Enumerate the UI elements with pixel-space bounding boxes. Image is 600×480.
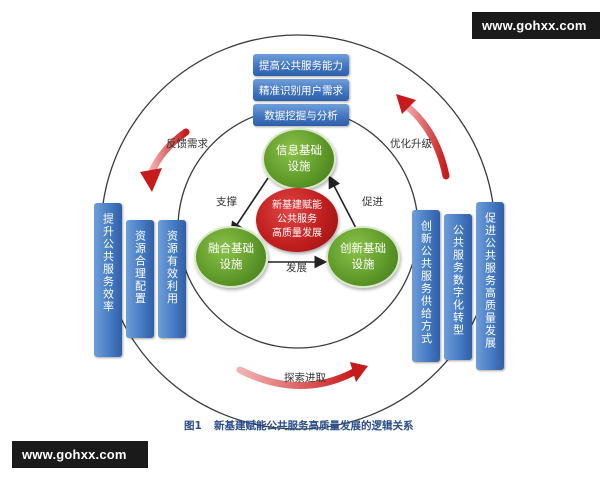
top-box-3: 数据挖掘与分析 bbox=[253, 104, 349, 126]
node-information-infrastructure: 信息基础 设施 bbox=[262, 128, 336, 190]
watermark-bottom: www.gohxx.com bbox=[12, 441, 148, 468]
left-box-2-label: 资源合理配置 bbox=[133, 230, 147, 305]
arrow-top-to-left bbox=[230, 177, 269, 235]
right-box-3: 促进公共服务高质量发展 bbox=[476, 202, 504, 370]
label-support: 支撑 bbox=[216, 196, 237, 208]
label-explore: 探索进取 bbox=[284, 372, 326, 384]
watermark-top: www.gohxx.com bbox=[472, 12, 600, 39]
left-box-3-label: 资源有效利用 bbox=[165, 230, 179, 305]
top-box-2: 精准识别用户需求 bbox=[253, 79, 349, 101]
right-box-2: 公共服务数字化转型 bbox=[444, 214, 472, 360]
left-box-1-label: 提升公共服务效率 bbox=[101, 213, 115, 313]
label-optimize: 优化升级 bbox=[390, 138, 432, 150]
left-box-2: 资源合理配置 bbox=[126, 220, 154, 338]
left-box-3: 资源有效利用 bbox=[158, 220, 186, 338]
left-box-1: 提升公共服务效率 bbox=[94, 203, 122, 357]
top-box-1: 提高公共服务能力 bbox=[253, 54, 349, 76]
right-box-3-label: 促进公共服务高质量发展 bbox=[483, 212, 497, 350]
label-feedback: 反馈需求 bbox=[166, 138, 208, 150]
explore-arrow bbox=[236, 366, 358, 389]
figure-number: 图1 bbox=[184, 420, 202, 432]
arrow-right-to-top bbox=[328, 175, 359, 233]
label-promote: 促进 bbox=[362, 196, 383, 208]
right-box-1-label: 创新公共服务供给方式 bbox=[419, 220, 433, 345]
center-goal: 新基建赋能 公共服务 高质量发展 bbox=[256, 188, 338, 252]
optimize-arrow bbox=[400, 100, 450, 180]
right-box-1: 创新公共服务供给方式 bbox=[412, 210, 440, 362]
node-innovation-infrastructure: 创新基础 设施 bbox=[326, 226, 400, 288]
right-box-2-label: 公共服务数字化转型 bbox=[451, 224, 465, 337]
node-fusion-infrastructure: 融合基础 设施 bbox=[194, 226, 268, 288]
label-develop: 发展 bbox=[286, 262, 307, 274]
figure-caption: 新基建赋能公共服务高质量发展的逻辑关系 bbox=[214, 420, 414, 432]
